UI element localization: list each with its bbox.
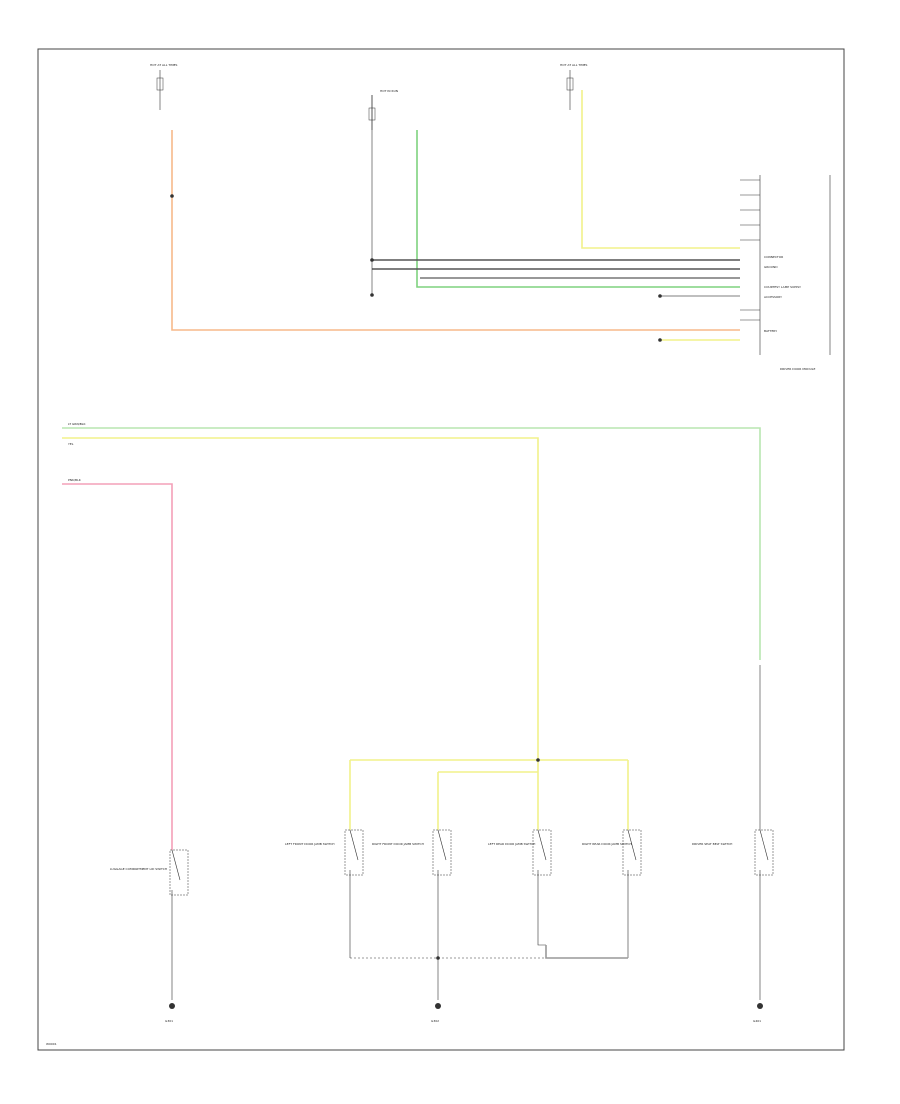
light-green-wire [62,427,761,660]
module-label: DRIVER DOOR MODULE [780,367,815,371]
ground-label-center: G302 [431,1019,439,1023]
fuse-left-label: HOT AT ALL TIMES [150,63,178,67]
splice-dot [658,338,662,342]
orange-wire [171,130,740,331]
yellow-wire-main [62,437,539,760]
switch-rr-door [622,829,642,958]
fuse-mid-label: HOT IN RUN [380,89,398,93]
switch-rf-door [432,829,452,958]
ground-center [435,1003,441,1009]
fuse-left [156,70,164,110]
pink-wire [62,483,173,850]
module-connector-lines [740,179,760,321]
switch-label-seatbelt: DRIVER SEAT BELT SWITCH [692,842,732,846]
diagram-frame [37,48,845,1051]
yellow-wire-branches [349,759,629,830]
connector-label: GROUND [764,265,778,269]
splice-dot [658,294,662,298]
splice-dot [536,758,540,762]
green-wire [416,130,740,288]
fuse-right [566,70,574,110]
switch-label-rr: RIGHT REAR DOOR JAMB SWITCH [582,842,632,846]
wire-label-lg-blk: LT GRN/BLK [68,422,86,426]
switch-lr-door [532,829,552,946]
switch-lf-door [344,829,364,958]
switch-label-lf: LEFT FRONT DOOR JAMB SWITCH [285,842,335,846]
yellow-wire-top [581,90,740,249]
connector-label: ACCESSORY [764,295,782,299]
ground-left [169,1003,175,1009]
ground-label-right: G401 [753,1019,761,1023]
switch-label-luggage: LUGGAGE COMPARTMENT LID SWITCH [110,867,167,871]
splice-dot [170,194,174,198]
switch-label-lr: LEFT REAR DOOR JAMB SWITCH [488,842,535,846]
switch-label-rf: RIGHT FRONT DOOR JAMB SWITCH [372,842,424,846]
switch-luggage [169,849,189,1000]
module-bracket [759,175,831,355]
connector-label: CONNECTOR [764,255,783,259]
splice-dot [370,293,374,297]
switch-seatbelt [754,829,774,1000]
connector-label: COURTESY LAMP SUPPLY [764,285,801,289]
wire-label-yel: YEL [68,442,74,446]
title-code: W0001 [46,1042,57,1046]
fuse-mid [368,95,376,130]
ground-bus-gray [545,945,628,959]
connector-label: BATTERY [764,329,777,333]
ground-right [757,1003,763,1009]
fuse-right-label: HOT AT ALL TIMES [560,63,588,67]
splice-dot [436,956,440,960]
splice-dot [370,258,374,262]
ground-label-left: G301 [165,1019,173,1023]
wire-label-pnk-blk: PNK/BLK [68,478,82,482]
